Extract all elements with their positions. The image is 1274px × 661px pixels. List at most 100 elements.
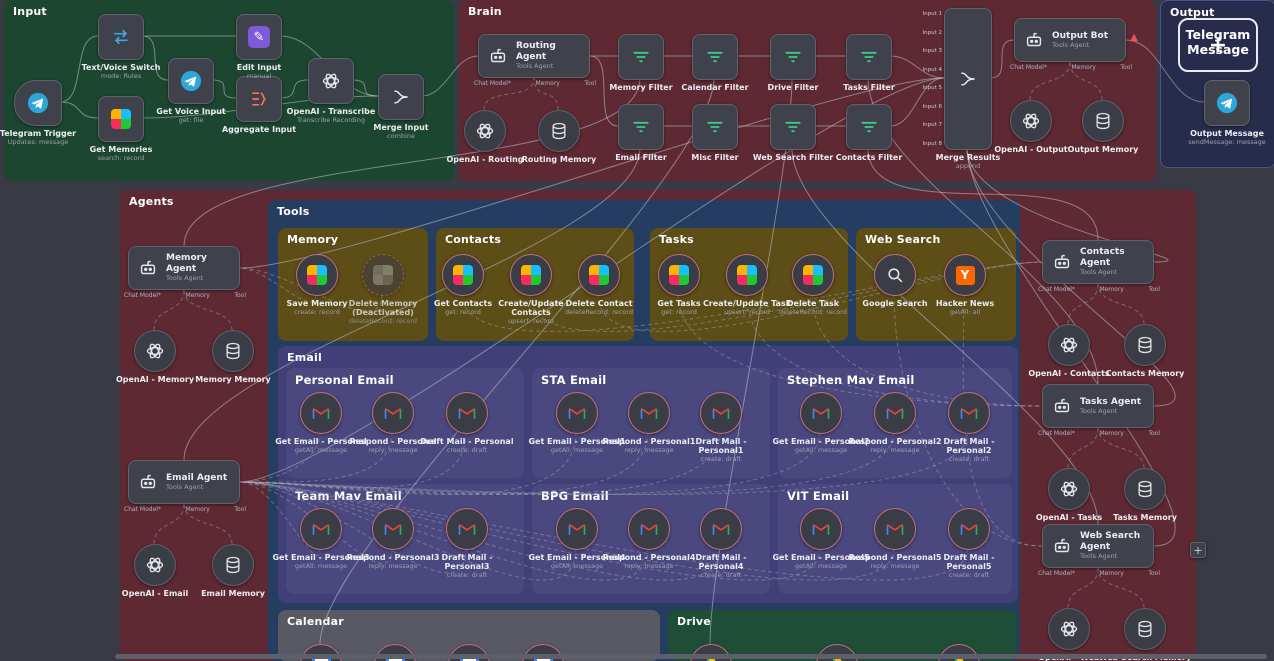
add-node-2-node[interactable]: + xyxy=(1190,542,1206,558)
openai-email-node[interactable]: OpenAI - Email xyxy=(122,544,188,598)
openai-web-node[interactable]: OpenAI - Web xyxy=(1038,608,1100,661)
agent-port-label[interactable]: Chat Model* xyxy=(124,292,161,299)
agent-port-label[interactable]: Memory xyxy=(1099,286,1124,293)
agent-port-label[interactable]: Chat Model* xyxy=(124,506,161,513)
tasks-filter-node[interactable]: Tasks Filter xyxy=(843,34,895,92)
contacts-filter-node[interactable]: Contacts Filter xyxy=(836,104,902,162)
contacts-memory-node[interactable]: Contacts Memory xyxy=(1106,324,1184,378)
openai-tasks-node[interactable]: OpenAI - Tasks xyxy=(1036,468,1102,522)
misc-filter-node[interactable]: Misc Filter xyxy=(691,104,739,162)
websearch-filter-node[interactable]: Web Search Filter xyxy=(753,104,833,162)
node-title: Email Agent xyxy=(166,472,228,483)
memory-memory-node[interactable]: Memory Memory xyxy=(195,330,271,384)
agent-port-label[interactable]: Memory xyxy=(535,80,560,87)
agent-port-label[interactable]: Chat Model* xyxy=(1038,570,1075,577)
memory-filter-node[interactable]: Memory Filter xyxy=(609,34,673,92)
add-node-tile-node[interactable]: + xyxy=(1178,18,1258,72)
drive-filter-node[interactable]: Drive Filter xyxy=(768,34,818,92)
google-search-node[interactable]: Google Search xyxy=(862,254,928,308)
node-title: Get Voice Input xyxy=(156,107,226,116)
agent-port-label[interactable]: Chat Model* xyxy=(1038,430,1075,437)
agent-port-label[interactable]: Chat Model* xyxy=(1038,286,1075,293)
agent-port-label[interactable]: Memory xyxy=(185,292,210,299)
horizontal-scrollbar[interactable] xyxy=(115,654,1267,659)
openai-contacts-node[interactable]: OpenAI - Contacts xyxy=(1028,324,1110,378)
tasks-memory-node[interactable]: Tasks Memory xyxy=(1113,468,1177,522)
calendar-filter-node[interactable]: Calendar Filter xyxy=(681,34,749,92)
openai-memory-node[interactable]: OpenAI - Memory xyxy=(116,330,194,384)
websearch-memory-node[interactable]: Web Search Memory xyxy=(1099,608,1191,661)
email-filter-node[interactable]: Email Filter xyxy=(615,104,667,162)
database-icon xyxy=(1135,335,1155,355)
agent-port-label[interactable]: Memory xyxy=(1099,430,1124,437)
openai-routing-node[interactable]: OpenAI - Routing xyxy=(446,110,524,164)
agent-port-label[interactable]: Memory xyxy=(1071,64,1096,71)
openai-output-node[interactable]: OpenAI - Output xyxy=(994,100,1068,154)
agent-port-label[interactable]: Tool xyxy=(1148,286,1160,293)
agent-port-label[interactable]: Tool xyxy=(1148,430,1160,437)
agent-port-label[interactable]: Memory xyxy=(185,506,210,513)
openai-output-body xyxy=(1010,100,1052,142)
agent-port-label[interactable]: Chat Model* xyxy=(474,80,511,87)
aggregate-input-node[interactable]: Aggregate Input xyxy=(222,76,296,134)
routing-memory-node[interactable]: Routing Memory xyxy=(522,110,596,164)
output-memory-node[interactable]: Output Memory xyxy=(1068,100,1138,154)
delete-memory-node[interactable]: Delete Memory (Deactivated)deleteRecord:… xyxy=(349,254,417,325)
agent-port-label[interactable]: Memory xyxy=(1099,570,1124,577)
gmail-icon xyxy=(959,519,979,539)
input-port-label: Input 3 xyxy=(922,48,943,55)
agent-port-label[interactable]: Chat Model* xyxy=(1010,64,1047,71)
email-memory-node[interactable]: Email Memory xyxy=(201,544,265,598)
agent-port-label[interactable]: Tool xyxy=(234,506,246,513)
agent-port-label[interactable]: Tool xyxy=(1120,64,1132,71)
filter-icon xyxy=(783,47,803,67)
agent-port-label[interactable]: Tool xyxy=(1148,570,1160,577)
agent-port-labels: Chat Model* Memory Tool xyxy=(1038,570,1160,577)
aggregate-icon xyxy=(249,89,269,109)
agent-port-label[interactable]: Tool xyxy=(234,292,246,299)
